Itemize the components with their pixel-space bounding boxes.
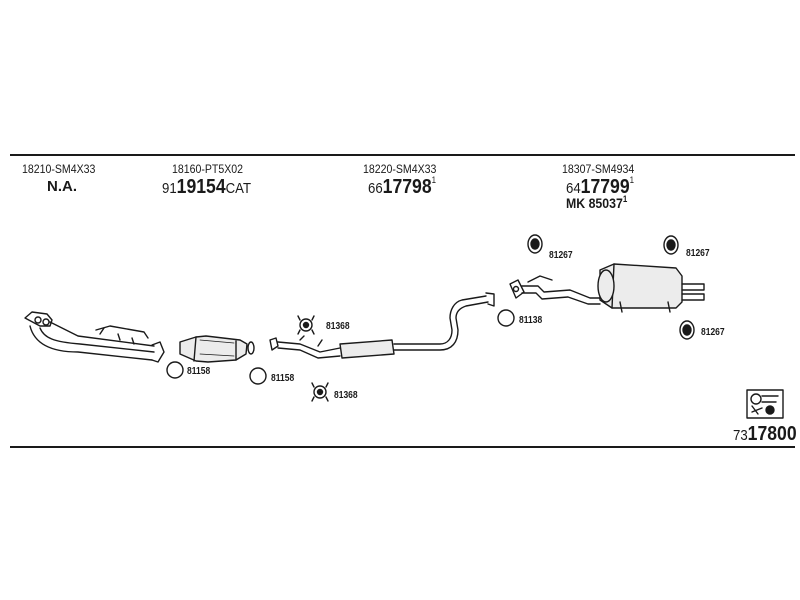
hanger-label-81267-a: 81267 [549,250,573,261]
mounting-kit-icon [746,389,784,419]
clamp-label-81368-a: 81368 [326,321,350,332]
oem-number-front-pipe: 18210-SM4X33 [22,162,96,176]
part-number-middle-pipe: 66177981 [368,175,437,198]
oem-number-middle-pipe: 18220-SM4X33 [363,162,437,176]
top-rule [10,154,795,156]
rear-silencer-drawing [509,263,705,313]
gasket-label-81138: 81138 [519,315,543,326]
bottom-rule [10,446,795,448]
gasket-label-81158-a: 81158 [187,366,211,377]
oem-number-catalyst: 18160-PT5X02 [172,162,244,176]
oem-number-rear-silencer: 18307-SM4934 [562,162,635,176]
rubber-hanger-icon [527,234,695,340]
hanger-label-81267-c: 81267 [701,327,725,338]
gasket-label-81158-b: 81158 [271,373,295,384]
not-available-label: N.A. [47,178,77,195]
front-pipe-drawing [24,311,165,363]
middle-pipe-drawing [269,292,495,359]
clamp-label-81368-b: 81368 [334,390,358,401]
gasket-ring-icon [166,309,515,385]
catalytic-converter-drawing [179,335,255,363]
part-number-catalyst: 9119154CAT [162,176,252,198]
hanger-label-81267-b: 81267 [686,248,710,259]
clamp-icon [297,315,329,402]
complete-kit-number: 7317800 [733,423,797,445]
mounting-kit-number: MK 850371 [566,194,628,211]
part-number-rear-silencer: 64177991 [566,175,635,198]
